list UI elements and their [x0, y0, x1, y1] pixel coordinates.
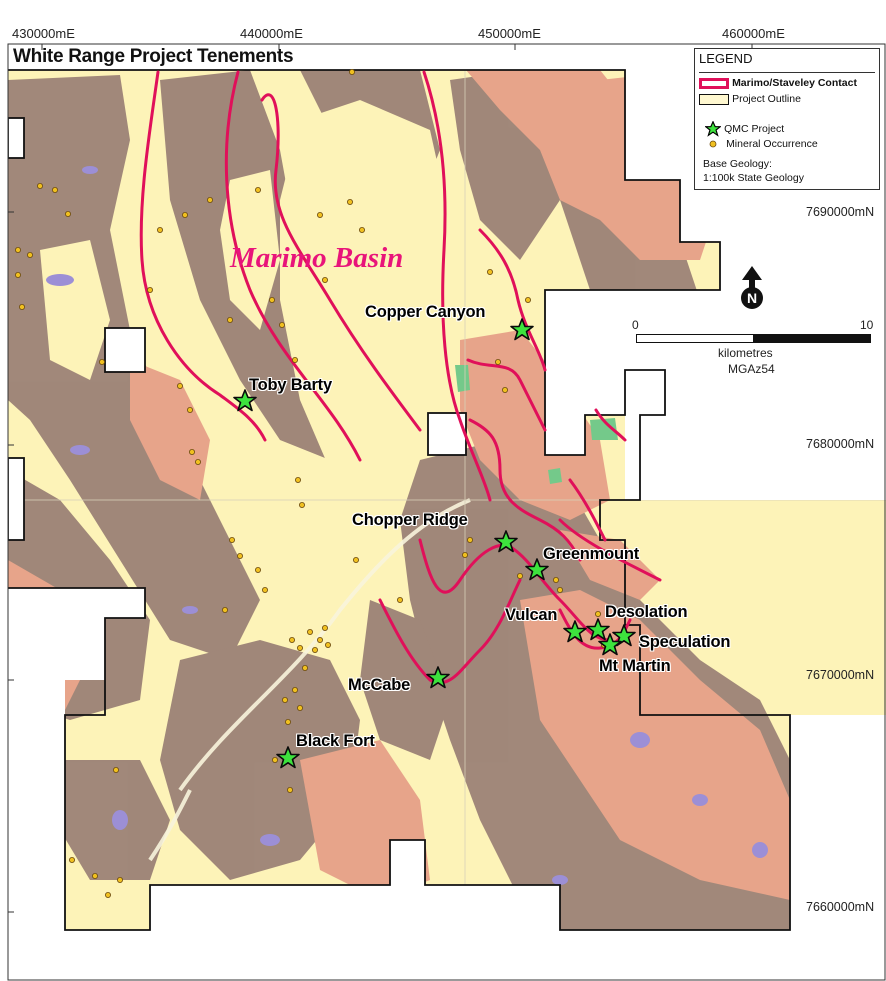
- legend-title: LEGEND: [699, 51, 753, 66]
- site-label-mccabe: McCabe: [348, 676, 411, 694]
- northing-label-7670000: 7670000mN: [806, 668, 875, 682]
- star-toby-barty: [233, 389, 257, 412]
- legend-outline-label: Project Outline: [732, 93, 801, 105]
- site-label-speculation: Speculation: [639, 633, 731, 651]
- scale-end-label: 10: [860, 318, 874, 332]
- legend-qmc-row: QMC Project: [704, 120, 785, 137]
- legend-outline-row: Project Outline: [699, 92, 801, 106]
- north-arrow-icon: N: [741, 266, 763, 309]
- star-mt-martin: [598, 633, 622, 656]
- legend-occurrence-label: Mineral Occurrence: [726, 138, 818, 150]
- site-label-greenmount: Greenmount: [543, 545, 640, 563]
- basin-label: Marimo Basin: [230, 242, 404, 274]
- site-label-toby-barty: Toby Barty: [249, 376, 332, 394]
- star-speculation: [612, 624, 636, 647]
- site-label-vulcan: Vulcan: [505, 606, 558, 624]
- outline-swatch: [699, 93, 729, 105]
- north-letter: N: [747, 290, 757, 306]
- legend: LEGEND Marimo/Staveley Contact Project O…: [694, 48, 880, 190]
- scale-unit-label: kilometres: [718, 346, 773, 360]
- northing-label-7680000: 7680000mN: [806, 437, 875, 451]
- occurrence-dot-icon: [709, 140, 717, 148]
- contact-swatch: [699, 77, 729, 89]
- site-label-desolation: Desolation: [605, 603, 688, 621]
- star-desolation: [586, 618, 610, 641]
- legend-occurrence-row: Mineral Occurrence: [709, 137, 818, 151]
- scale-start-label: 0: [632, 318, 639, 332]
- star-mccabe: [426, 666, 450, 689]
- site-label-copper-canyon: Copper Canyon: [365, 303, 486, 321]
- legend-base-geology-source: 1:100k State Geology: [703, 172, 804, 184]
- legend-base-geology-heading: Base Geology:: [703, 158, 772, 170]
- site-label-black-fort: Black Fort: [296, 732, 375, 750]
- star-greenmount: [525, 558, 549, 581]
- star-chopper-ridge: [494, 530, 518, 553]
- easting-label-430000: 430000mE: [12, 26, 75, 41]
- star-black-fort: [276, 746, 300, 769]
- scale-bar: [636, 334, 871, 343]
- star-copper-canyon: [510, 318, 534, 341]
- easting-label-450000: 450000mE: [478, 26, 541, 41]
- star-icon: [704, 120, 722, 137]
- site-label-mt-martin: Mt Martin: [599, 657, 671, 675]
- northing-label-7660000: 7660000mN: [806, 900, 875, 914]
- site-label-chopper-ridge: Chopper Ridge: [352, 511, 468, 529]
- easting-label-460000: 460000mE: [722, 26, 785, 41]
- star-vulcan: [563, 620, 587, 643]
- map-title: White Range Project Tenements: [13, 46, 294, 67]
- easting-label-440000: 440000mE: [240, 26, 303, 41]
- legend-contact-label: Marimo/Staveley Contact: [732, 77, 857, 89]
- scale-datum-label: MGAz54: [728, 362, 775, 376]
- legend-qmc-label: QMC Project: [724, 122, 785, 135]
- legend-contact-row: Marimo/Staveley Contact: [699, 76, 857, 90]
- northing-label-7690000: 7690000mN: [806, 205, 875, 219]
